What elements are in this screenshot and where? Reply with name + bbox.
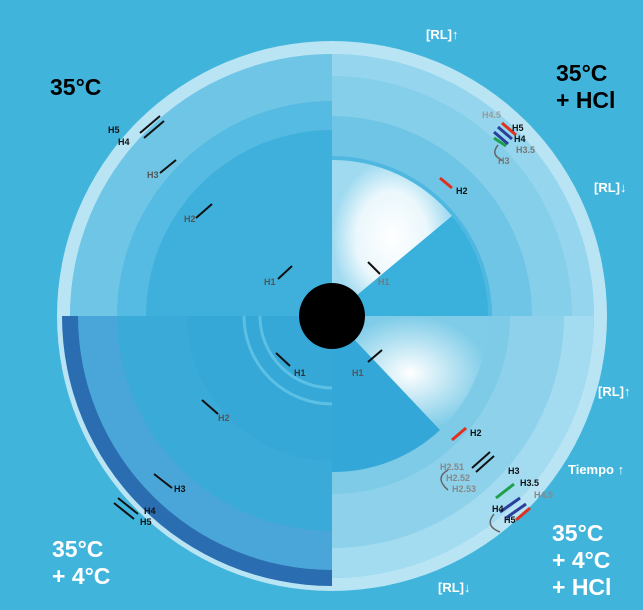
label-top-right-additive: + HCl [556,87,616,113]
markers-top-left [139,115,293,280]
label-bottom-right-additive-2: + HCl [552,574,612,600]
marker-h4-bottom-right: H4 [492,504,504,514]
marker-h35-bottom-right: H3.5 [520,478,539,488]
marker-h45-bottom-right: H4.5 [534,490,553,500]
marker-h2-top-left: H2 [184,214,196,224]
quadrant-top-right [332,54,594,316]
core-disc [299,283,365,349]
marker-h2-top-right: H2 [456,186,468,196]
marker-h3-bottom-left: H3 [174,484,186,494]
marker-h45-top-right: H4.5 [482,110,501,120]
annotation-rl-down-bottom: [RL]↓ [438,580,471,595]
marker-h5-top-right: H5 [512,123,524,133]
marker-h1-top-left: H1 [264,277,276,287]
marker-h3-bottom-right: H3 [508,466,520,476]
marker-h3-top-right: H3 [498,156,510,166]
marker-h35-top-right: H3.5 [516,145,535,155]
label-top-right: 35°C + HCl [556,60,615,114]
annotation-rl-up-top: [RL]↑ [426,27,459,42]
label-bottom-left: 35°C + 4°C [52,536,110,590]
label-top-left-temp: 35°C [50,74,102,100]
label-top-left: 35°C [50,74,101,101]
label-top-right-temp: 35°C [556,60,608,86]
markers-top-right [367,121,517,275]
marker-h252-bottom-right: H2.52 [446,473,470,483]
marker-h1-top-right: H1 [378,277,390,287]
annotation-time: Tiempo ↑ [568,462,625,477]
markers-bottom-right [367,349,531,533]
label-bottom-right: 35°C + 4°C + HCl [552,520,611,601]
marker-h251-bottom-right: H2.51 [440,462,464,472]
marker-h4-top-right: H4 [514,134,526,144]
label-bottom-left-additive: + 4°C [52,563,111,589]
marker-h4-bottom-left: H4 [144,506,156,516]
marker-h2-bottom-right: H2 [470,428,482,438]
label-bottom-right-temp: 35°C [552,520,604,546]
marker-h5-bottom-left: H5 [140,517,152,527]
quadrant-top-left [70,54,332,316]
label-bottom-right-additive-1: + 4°C [552,547,611,573]
quadrant-bottom-left [62,316,332,586]
marker-h1-bottom-left: H1 [294,368,306,378]
marker-h3-top-left: H3 [147,170,159,180]
marker-h5-top-left: H5 [108,125,120,135]
label-bottom-left-temp: 35°C [52,536,104,562]
annotation-rl-down-right: [RL]↓ [594,180,627,195]
marker-h5-bottom-right: H5 [504,515,516,525]
marker-h2-bottom-left: H2 [218,413,230,423]
marker-h253-bottom-right: H2.53 [452,484,476,494]
marker-h1-bottom-right: H1 [352,368,364,378]
annotation-rl-up-right: [RL]↑ [598,384,631,399]
markers-bottom-left [113,352,291,520]
marker-h4-top-left: H4 [118,137,130,147]
quadrant-bottom-right [332,316,594,578]
